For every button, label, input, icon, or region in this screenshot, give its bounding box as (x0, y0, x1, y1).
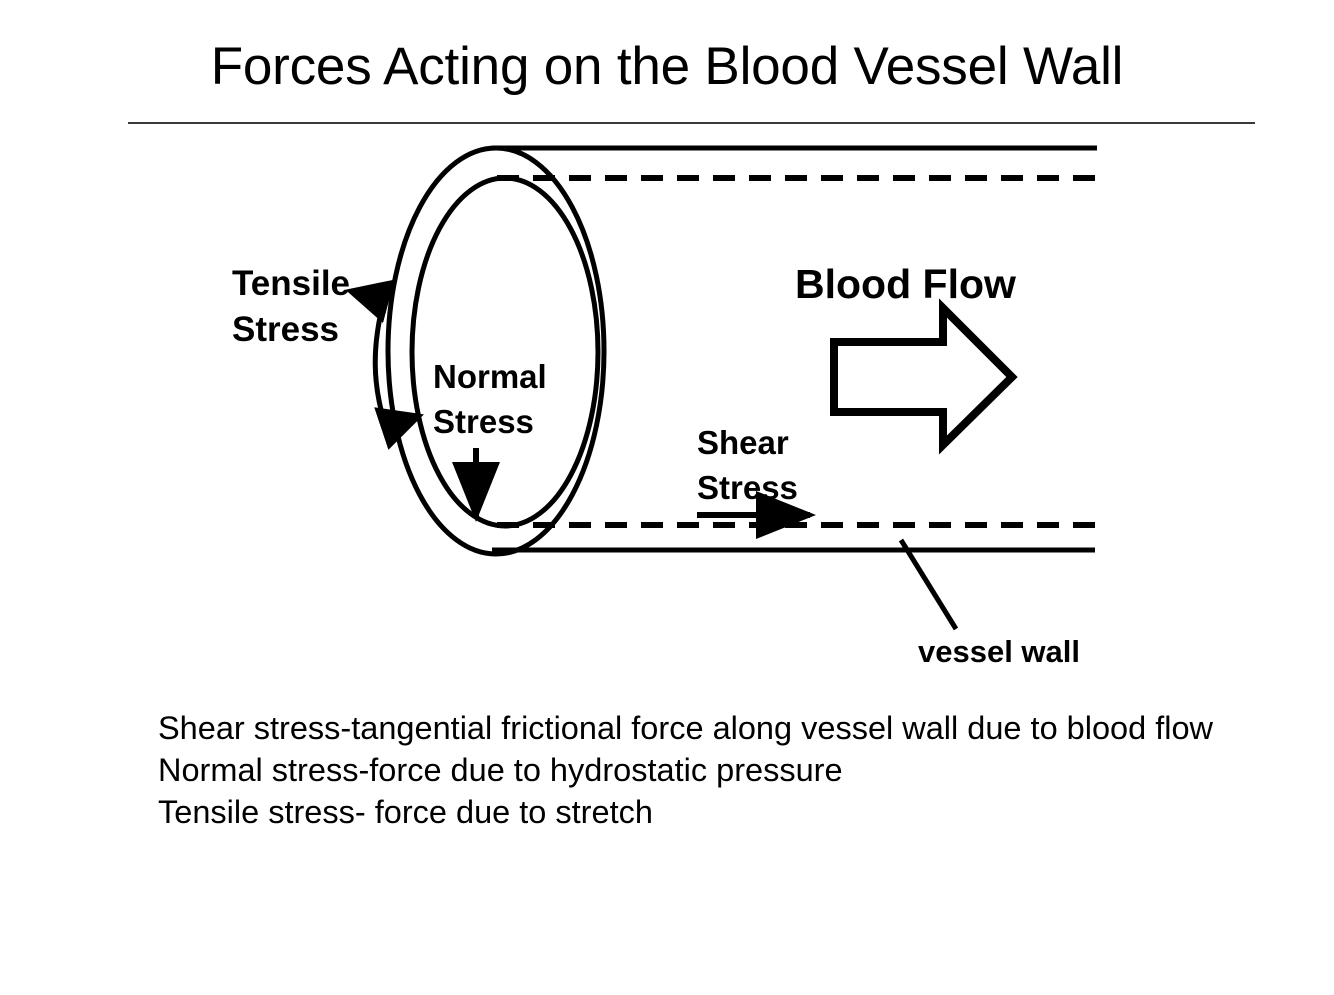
shear-stress-label-line2: Stress (697, 469, 798, 506)
normal-stress-label-line1: Normal (433, 358, 547, 395)
vessel-wall-label: vessel wall (918, 634, 1080, 669)
title-divider (128, 122, 1255, 124)
shear-stress-label-line1: Shear (697, 424, 789, 461)
vessel-outer-wall-ellipse (385, 145, 607, 557)
tensile-stress-label-line2: Stress (232, 310, 339, 349)
blood-flow-label: Blood Flow (795, 261, 1016, 307)
body-text-block: Shear stress-tangential frictional force… (158, 707, 1318, 833)
vessel-diagram-svg: Tensile Stress Normal Stress Shear Stres… (232, 145, 1097, 669)
vessel-lumen-ellipse (409, 175, 601, 529)
tensile-stress-double-arrow (345, 279, 424, 450)
body-line-normal-stress: Normal stress-force due to hydrostatic p… (158, 752, 843, 788)
blood-vessel-diagram: Tensile Stress Normal Stress Shear Stres… (0, 130, 1334, 675)
normal-stress-label-line2: Stress (433, 403, 534, 440)
vessel-wall-leader-line (898, 538, 959, 631)
blood-flow-block-arrow (830, 298, 1018, 455)
tensile-stress-label-line1: Tensile (232, 264, 350, 303)
page-title: Forces Acting on the Blood Vessel Wall (210, 37, 1124, 96)
body-line-shear-stress: Shear stress-tangential frictional force… (158, 710, 1214, 746)
body-line-tensile-stress: Tensile stress- force due to stretch (158, 794, 653, 830)
